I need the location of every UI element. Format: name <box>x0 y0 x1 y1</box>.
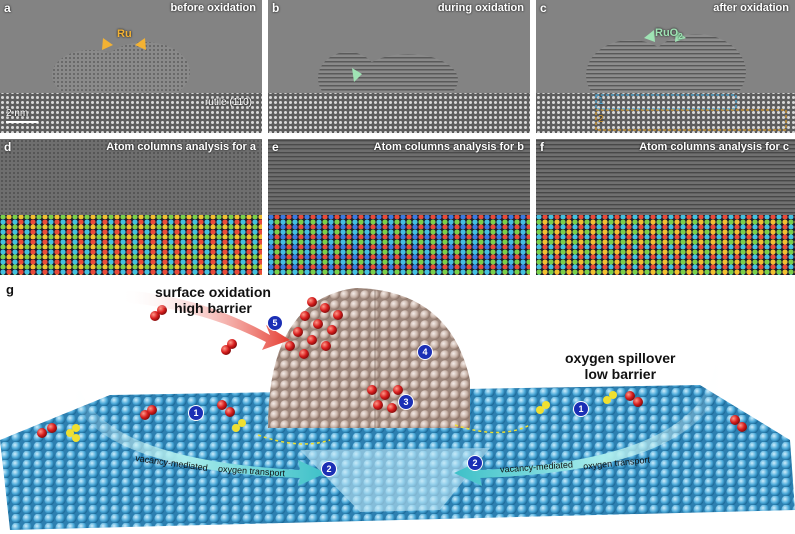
scalebar-label: 2 nm <box>6 108 29 119</box>
ru-annotation: Ru <box>117 28 132 40</box>
panel-label: a <box>4 1 11 15</box>
arrow-left-icon <box>644 30 655 42</box>
marker-2-left: 2 <box>321 461 337 477</box>
tem-image-c <box>536 0 795 133</box>
region-box-2 <box>595 109 787 131</box>
arrow-right-icon <box>675 30 686 42</box>
box-1-label: 1 <box>598 96 604 107</box>
marker-2-right: 2 <box>467 455 483 471</box>
diffusion-path-right <box>454 424 531 434</box>
atom-column-map-f <box>536 139 795 275</box>
panel-d: d Atom columns analysis for a <box>0 139 262 275</box>
tem-image-a <box>0 0 262 133</box>
panel-a: a before oxidation Ru rutile (110) 2 nm <box>0 0 262 133</box>
diffusion-path-left <box>257 434 331 445</box>
panel-e: e Atom columns analysis for b <box>268 139 530 275</box>
region-box-1 <box>595 94 737 110</box>
panel-label: d <box>4 140 12 154</box>
atom-column-map-d <box>0 139 262 275</box>
spillover-arrow-right <box>454 365 725 486</box>
marker-4: 4 <box>417 344 433 360</box>
surface-oxidation-text: surface oxidation high barrier <box>155 284 271 316</box>
substrate-label: rutile (110) <box>204 97 252 108</box>
panel-b: b during oxidation <box>268 0 530 133</box>
panel-title: after oxidation <box>713 2 789 14</box>
panel-label: c <box>540 1 547 15</box>
surface-oxidation-arrow <box>120 290 290 350</box>
panel-title: Atom columns analysis for b <box>373 141 524 153</box>
spillover-arrow-left <box>70 390 326 486</box>
marker-1-left: 1 <box>188 405 204 421</box>
panel-c: c after oxidation RuO2 1 2 <box>536 0 795 133</box>
marker-1-right: 1 <box>573 401 589 417</box>
atom-column-map-e <box>268 139 530 275</box>
substrate-dip <box>300 448 490 512</box>
arrow-icon <box>352 68 362 82</box>
oxygen-spillover-text: oxygen spillover low barrier <box>565 350 676 382</box>
panel-label: b <box>272 1 280 15</box>
marker-5: 5 <box>267 315 283 331</box>
tem-image-b <box>268 0 530 133</box>
yellow-molecules <box>66 391 617 442</box>
marker-3: 3 <box>398 394 414 410</box>
panel-label: f <box>540 140 544 154</box>
panel-title: during oxidation <box>437 2 524 14</box>
box-2-label: 2 <box>598 114 604 125</box>
ruo2-annotation: RuO2 <box>655 27 683 42</box>
schematic-illustration <box>0 288 795 530</box>
panel-label: g <box>6 282 14 297</box>
schematic-g: g surface oxidation high barrier oxygen … <box>0 280 795 534</box>
oxygen-atoms <box>37 297 747 438</box>
panel-f: f Atom columns analysis for c <box>536 139 795 275</box>
ru-nanoparticle <box>268 288 470 428</box>
panel-title: before oxidation <box>170 2 256 14</box>
panel-title: Atom columns analysis for c <box>639 141 789 153</box>
panel-label: e <box>272 140 279 154</box>
panel-title: Atom columns analysis for a <box>106 141 256 153</box>
